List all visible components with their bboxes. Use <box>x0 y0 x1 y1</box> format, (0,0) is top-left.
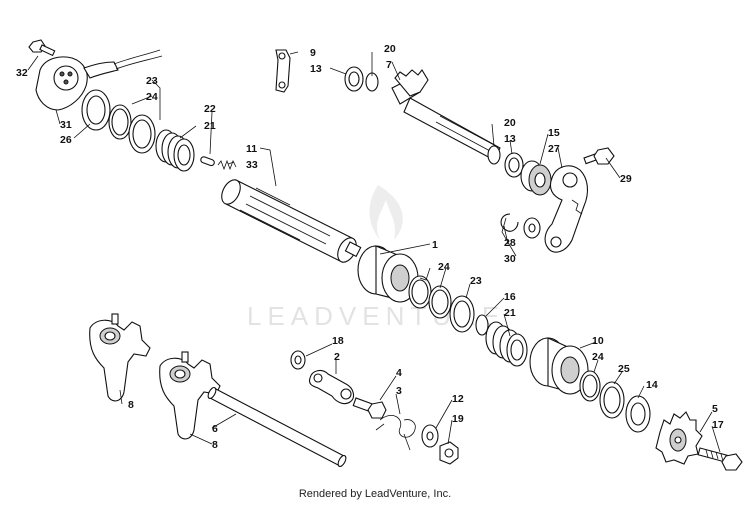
part-10-collar[interactable] <box>529 337 589 395</box>
part-28-washer[interactable] <box>523 217 541 239</box>
part-5-gear[interactable] <box>655 411 703 465</box>
part-8-shift-fork-b[interactable] <box>159 351 221 440</box>
part-29-bolt[interactable] <box>583 147 615 165</box>
part-27-shift-arm[interactable] <box>544 165 589 253</box>
part-21-spring-a[interactable] <box>155 129 195 172</box>
part-8-shift-fork-a[interactable] <box>89 313 151 402</box>
callout-17: 17 <box>712 419 724 431</box>
callout-20: 20 <box>384 43 396 55</box>
part-23-ring-a[interactable] <box>128 114 156 154</box>
callout-33: 33 <box>246 159 258 171</box>
part-18-washer[interactable] <box>290 350 306 370</box>
callout-27: 27 <box>548 143 560 155</box>
watermark-flame-icon <box>369 185 403 240</box>
part-24-ring-c[interactable] <box>428 285 452 319</box>
callout-14: 14 <box>646 379 658 391</box>
callout-31: 31 <box>60 119 72 131</box>
callout-19: 19 <box>452 413 464 425</box>
callout-8: 8 <box>128 399 134 411</box>
part-2-stopper-arm[interactable] <box>308 369 355 405</box>
part-20-clip-b[interactable] <box>487 145 501 165</box>
part-24-ring-d[interactable] <box>579 370 601 402</box>
part-16-clip[interactable] <box>475 314 489 336</box>
part-9-lever[interactable] <box>275 49 291 93</box>
callout-32: 32 <box>16 67 28 79</box>
part-30-clip[interactable] <box>500 213 519 232</box>
callout-labels: 32 31 26 23 24 22 21 11 33 9 13 20 7 20 … <box>16 43 724 451</box>
part-17-bolt[interactable] <box>697 447 743 471</box>
part-21-spring-b[interactable] <box>485 321 528 367</box>
callout-24-c: 24 <box>592 351 604 363</box>
callout-13-b: 13 <box>504 133 516 145</box>
callout-16: 16 <box>504 291 516 303</box>
callout-24: 24 <box>146 91 158 103</box>
callout-23: 23 <box>146 75 158 87</box>
callout-21: 21 <box>204 120 216 132</box>
callout-6: 6 <box>212 423 218 435</box>
part-14-washer[interactable] <box>625 395 651 433</box>
leader-lines <box>27 51 721 453</box>
part-7-shift-shaft[interactable] <box>391 69 501 161</box>
callout-8-b: 8 <box>212 439 218 451</box>
callout-4: 4 <box>396 367 402 379</box>
part-13-washer-a[interactable] <box>344 66 364 92</box>
callout-7: 7 <box>386 59 392 71</box>
part-6-fork-shaft[interactable] <box>207 386 348 468</box>
callout-29: 29 <box>620 173 632 185</box>
callout-3: 3 <box>396 385 402 397</box>
callout-24-b: 24 <box>438 261 450 273</box>
callout-1: 1 <box>432 239 438 251</box>
part-15-bushing[interactable] <box>520 160 552 196</box>
callout-30: 30 <box>504 253 516 265</box>
footer-credit: Rendered by LeadVenture, Inc. <box>298 488 452 500</box>
callout-5: 5 <box>712 403 718 415</box>
callout-10: 10 <box>592 335 604 347</box>
callout-2: 2 <box>334 351 340 363</box>
part-13-washer-b[interactable] <box>504 152 524 178</box>
callout-23-b: 23 <box>470 275 482 287</box>
callout-12: 12 <box>452 393 464 405</box>
callout-15: 15 <box>548 127 560 139</box>
callout-18: 18 <box>332 335 344 347</box>
callout-13: 13 <box>310 63 322 75</box>
callout-25: 25 <box>618 363 630 375</box>
part-23-ring-b[interactable] <box>449 295 475 333</box>
part-26-ring[interactable] <box>81 89 111 131</box>
part-31-sensor[interactable] <box>35 49 163 111</box>
callout-11: 11 <box>246 143 257 155</box>
part-24-ring-a[interactable] <box>108 104 132 140</box>
callout-28: 28 <box>504 237 516 249</box>
part-3-spring[interactable] <box>375 415 416 451</box>
part-12-washer[interactable] <box>421 424 439 448</box>
callout-9: 9 <box>310 47 316 59</box>
part-25-ring[interactable] <box>599 381 625 419</box>
part-33-spring[interactable] <box>217 159 237 171</box>
part-4-pin[interactable] <box>352 397 387 419</box>
part-11-shift-drum[interactable] <box>218 177 362 265</box>
callout-26: 26 <box>60 134 72 146</box>
part-32-bolt[interactable] <box>28 39 56 57</box>
callout-22: 22 <box>204 103 216 115</box>
callout-21-b: 21 <box>504 307 516 319</box>
part-22-pin[interactable] <box>200 156 215 167</box>
part-19-nut[interactable] <box>439 441 459 465</box>
part-24-ring-b[interactable] <box>408 275 432 309</box>
callout-20-b: 20 <box>504 117 516 129</box>
